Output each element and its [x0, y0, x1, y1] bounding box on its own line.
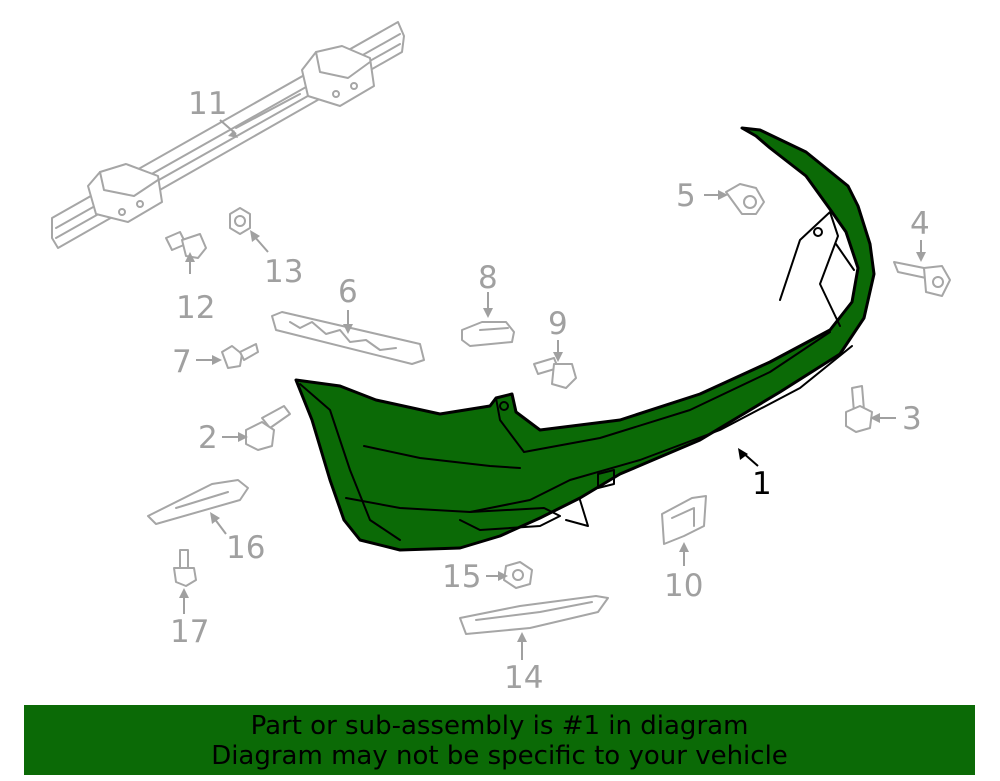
callout-8: 8 [478, 260, 498, 296]
part-12-bolt[interactable] [165, 231, 207, 259]
part-17-bolt[interactable] [173, 549, 197, 587]
part-5-push-pin[interactable] [725, 183, 765, 215]
part-2-bolt[interactable] [245, 405, 291, 451]
callout-17: 17 [170, 614, 209, 650]
callout-4: 4 [910, 206, 930, 242]
part-11-reinforcement-bar[interactable] [51, 21, 405, 249]
diagram-notice-banner: Part or sub-assembly is #1 in diagram Di… [24, 705, 975, 775]
leader-lines [179, 119, 926, 660]
exploded-parts-diagram: 11 12 13 6 7 8 9 5 4 3 2 16 17 15 10 14 … [51, 21, 951, 696]
callout-14: 14 [504, 660, 543, 696]
callout-12: 12 [176, 290, 215, 326]
callout-3: 3 [902, 401, 922, 437]
part-8-clip[interactable] [461, 321, 515, 347]
part-16-side-bracket[interactable] [147, 479, 249, 525]
part-13-nut[interactable] [229, 207, 251, 235]
callout-16: 16 [226, 530, 265, 566]
callout-2: 2 [198, 420, 218, 456]
callout-labels: 11 12 13 6 7 8 9 5 4 3 2 16 17 15 10 14 … [170, 86, 930, 696]
callout-1: 1 [752, 466, 772, 502]
callout-15: 15 [442, 559, 481, 595]
callout-13: 13 [264, 254, 303, 290]
leader-part-1 [738, 448, 759, 467]
callout-9: 9 [548, 306, 568, 342]
part-9-bolt[interactable] [533, 357, 577, 389]
part-3-bolt[interactable] [845, 385, 873, 433]
part-14-lower-trim[interactable] [459, 595, 609, 635]
callout-7: 7 [172, 344, 192, 380]
part-7-push-pin[interactable] [221, 343, 259, 369]
banner-line-2: Diagram may not be specific to your vehi… [211, 741, 788, 771]
callout-10: 10 [664, 568, 703, 604]
callout-5: 5 [676, 178, 696, 214]
part-10-bracket[interactable] [661, 495, 707, 545]
part-6-bracket[interactable] [271, 311, 425, 365]
callout-11: 11 [188, 86, 227, 122]
part-1-bumper-cover[interactable] [294, 126, 876, 552]
callout-6: 6 [338, 274, 358, 310]
part-4-bolt[interactable] [893, 261, 951, 297]
banner-line-1: Part or sub-assembly is #1 in diagram [250, 711, 749, 741]
part-15-nut[interactable] [503, 561, 533, 589]
